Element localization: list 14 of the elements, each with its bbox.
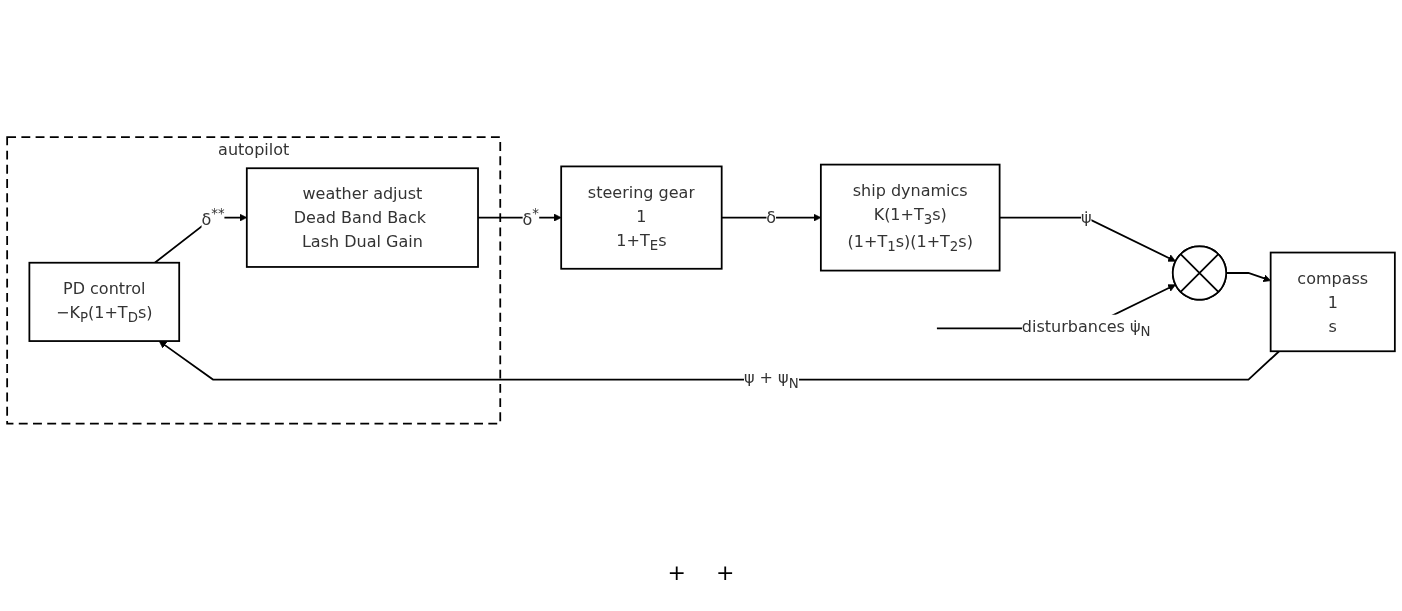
edge-label: ψ + ψ$_{N}$: [743, 368, 799, 391]
node-box: compass 1 s: [1269, 251, 1396, 352]
node-box: steering gear 1 1+T$_{E}$s: [560, 165, 723, 270]
edge-label: δ$^{**}$: [201, 205, 225, 228]
edge-label: disturbances ψ̇$_{N}$: [1021, 316, 1151, 340]
node-box: ship dynamics K(1+T$_{3}$s) (1+T$_{1}$s)(1+T$_{2}$s): [819, 163, 1001, 272]
arrow: [158, 340, 1281, 381]
sign-label: +: [716, 560, 735, 585]
node-box: weather adjust Dead Band Back Lash Dual Gain: [245, 167, 479, 268]
sign-label: +: [667, 560, 686, 585]
edge-label: δ: [766, 207, 777, 227]
node-box: PD control −K$_{P}$(1+T$_{D}$s): [28, 261, 181, 342]
edge-label: ψ̇: [1080, 207, 1092, 227]
edge-label: δ$^{*}$: [522, 205, 539, 228]
